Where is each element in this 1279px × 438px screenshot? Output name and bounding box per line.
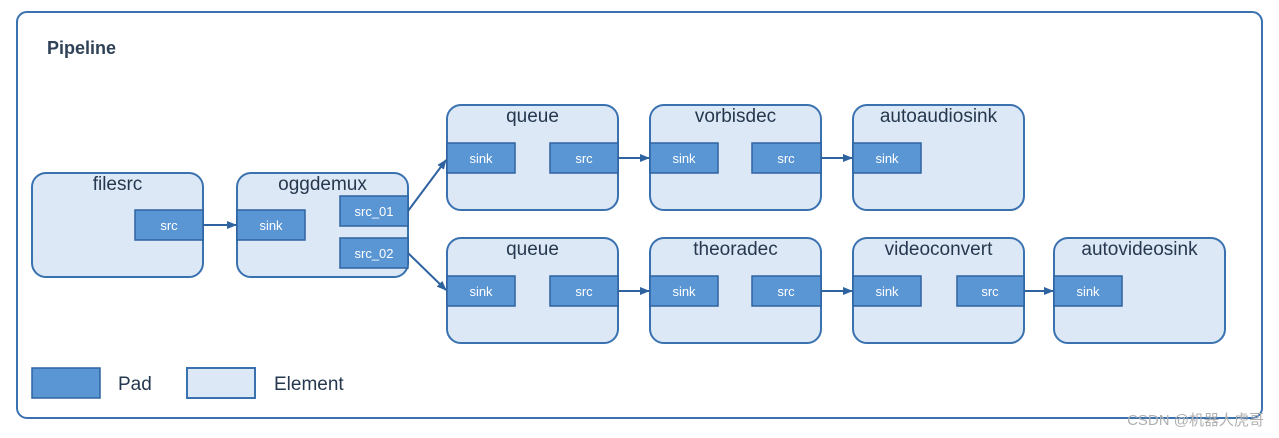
pad-label: src <box>777 151 795 166</box>
element-label: autoaudiosink <box>880 106 998 127</box>
pad-label: src <box>777 284 795 299</box>
element-videoconvert: videoconvert sink src <box>852 237 1025 344</box>
element-autoaudiosink: autoaudiosink sink <box>852 104 1025 211</box>
pad-src-02: src_02 <box>339 237 409 269</box>
pad-label: sink <box>672 284 696 299</box>
pad-sink: sink <box>649 142 719 174</box>
pad-src: src <box>134 209 204 241</box>
legend-element-swatch <box>186 367 256 399</box>
element-label: filesrc <box>93 174 143 195</box>
pad-label: src <box>981 284 999 299</box>
pipeline-title: Pipeline <box>47 38 116 58</box>
pad-sink: sink <box>446 275 516 307</box>
link-oggdemux-queue-video <box>407 252 447 291</box>
element-label: queue <box>506 239 559 260</box>
element-label: queue <box>506 106 559 127</box>
legend: Pad Element <box>31 367 344 399</box>
pad-src: src <box>751 142 822 174</box>
legend-pad-label: Pad <box>118 374 152 395</box>
element-filesrc: filesrc src <box>31 172 204 278</box>
pad-src: src <box>549 142 619 174</box>
pad-label: sink <box>469 151 493 166</box>
pad-label: src <box>160 218 178 233</box>
element-autovideosink: autovideosink sink <box>1053 237 1226 344</box>
pad-label: sink <box>469 284 493 299</box>
element-queue-audio: queue sink src <box>446 104 619 211</box>
pad-src-01: src_01 <box>339 195 409 227</box>
pad-src: src <box>956 275 1025 307</box>
pad-sink: sink <box>852 142 922 174</box>
pad-label: src_02 <box>354 246 393 261</box>
pad-sink: sink <box>446 142 516 174</box>
pad-label: src_01 <box>354 204 393 219</box>
element-label: oggdemux <box>278 174 367 195</box>
pad-sink: sink <box>1053 275 1123 307</box>
pad-label: sink <box>1076 284 1100 299</box>
pad-src: src <box>751 275 822 307</box>
pad-sink: sink <box>852 275 922 307</box>
pad-label: sink <box>259 218 283 233</box>
watermark: CSDN @机器人虎哥 <box>1127 412 1264 429</box>
link-oggdemux-queue-audio <box>407 159 447 212</box>
pad-label: src <box>575 151 593 166</box>
pad-src: src <box>549 275 619 307</box>
element-oggdemux: oggdemux sink src_01 src_02 <box>236 172 409 278</box>
legend-element-label: Element <box>274 374 344 395</box>
element-label: theoradec <box>693 239 778 260</box>
element-label: autovideosink <box>1081 239 1198 260</box>
element-label: videoconvert <box>885 239 993 260</box>
pad-label: sink <box>875 151 899 166</box>
legend-pad-swatch <box>31 367 101 399</box>
pad-sink: sink <box>236 209 306 241</box>
element-vorbisdec: vorbisdec sink src <box>649 104 822 211</box>
pad-label: src <box>575 284 593 299</box>
element-label: vorbisdec <box>695 106 776 127</box>
element-theoradec: theoradec sink src <box>649 237 822 344</box>
element-queue-video: queue sink src <box>446 237 619 344</box>
pad-label: sink <box>672 151 696 166</box>
pad-label: sink <box>875 284 899 299</box>
pad-sink: sink <box>649 275 719 307</box>
